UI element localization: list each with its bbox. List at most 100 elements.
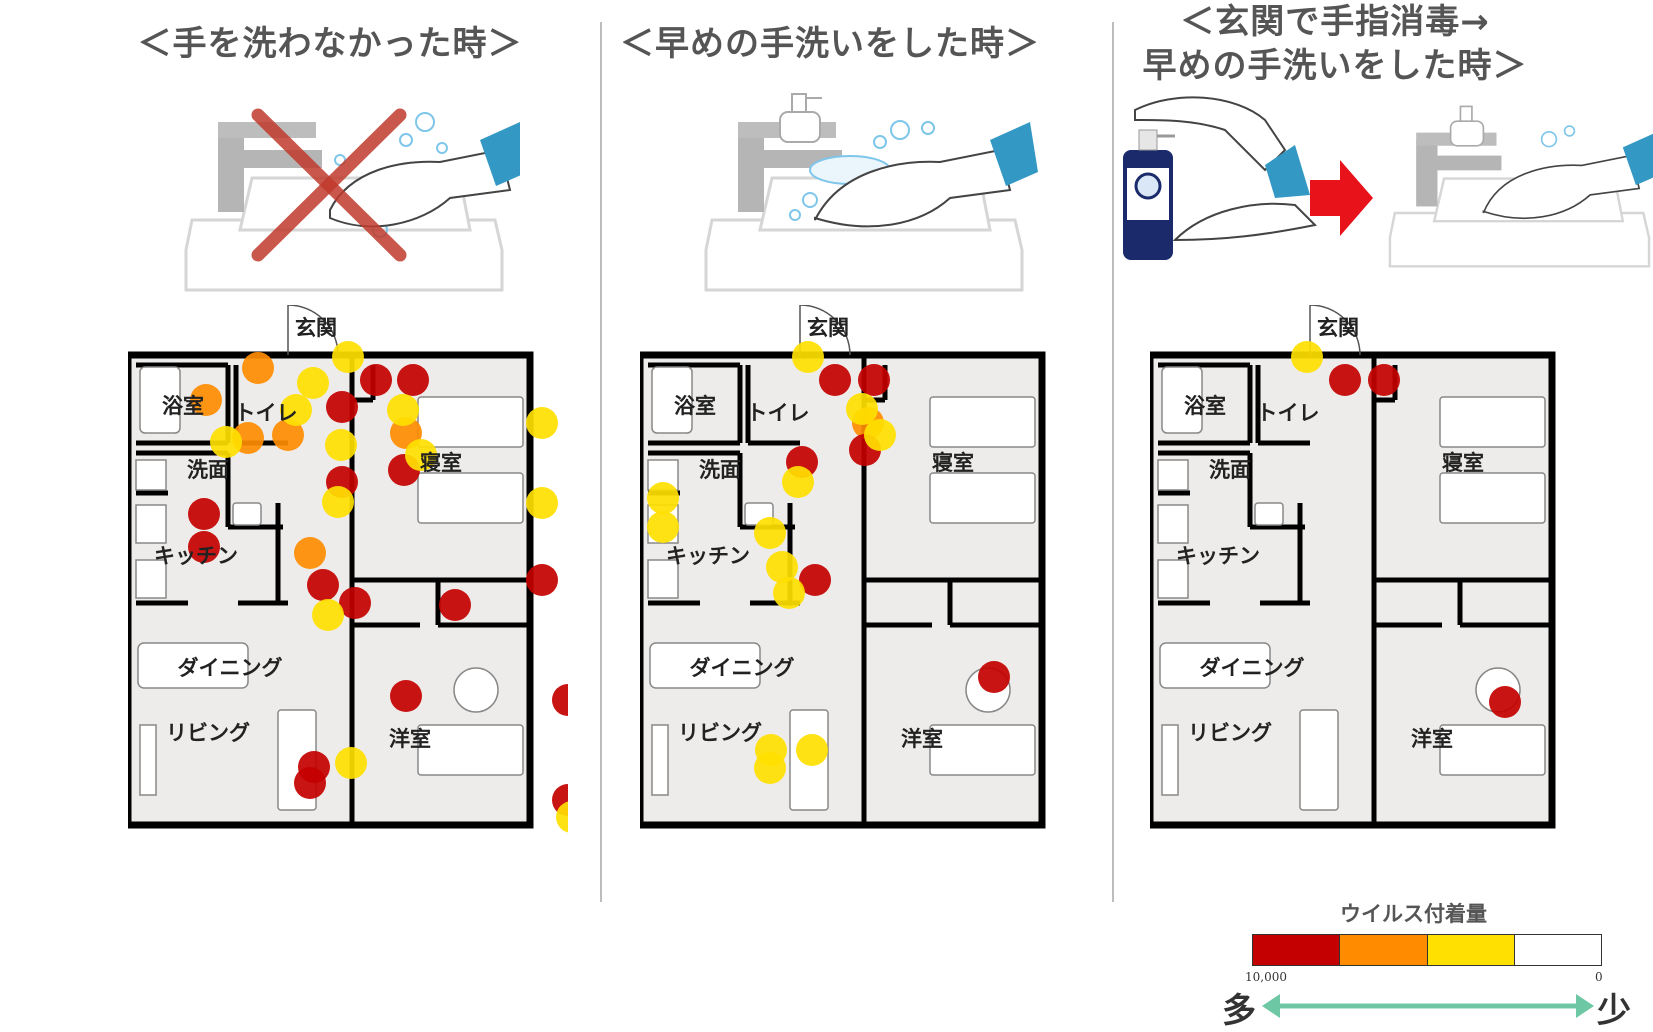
divider-2 — [1112, 22, 1114, 902]
washing-machine-shape — [1157, 459, 1189, 491]
virus-dot — [360, 364, 392, 396]
room-label-youshitsu: 洋室 — [1411, 727, 1453, 751]
legend-swatch-low — [1514, 935, 1601, 965]
room-label-genkan: 玄関 — [1317, 316, 1359, 340]
virus-dot — [190, 384, 222, 416]
virus-dot — [796, 734, 828, 766]
virus-dot — [799, 564, 831, 596]
hands-sanitizing-icon — [1134, 96, 1318, 242]
room-label-bath: 浴室 — [1184, 394, 1226, 418]
room-label-dining: ダイニング — [178, 656, 283, 680]
double-arrow-icon — [1262, 994, 1594, 1018]
panel3-title-line2: 早めの手洗いをした時＞ — [1142, 46, 1528, 86]
virus-dot — [326, 391, 358, 423]
virus-dot — [526, 407, 558, 439]
room-label-shinshitsu: 寝室 — [932, 451, 974, 475]
dining-table-shape — [649, 642, 761, 689]
virus-dot — [272, 419, 304, 451]
virus-dot — [647, 482, 679, 514]
outer-wall — [1150, 351, 1556, 829]
virus-dot — [294, 767, 326, 799]
legend-min-label: 0 — [1595, 970, 1603, 984]
kitchen-sink-shape — [1157, 559, 1189, 599]
virus-dot — [754, 517, 786, 549]
room-label-youshitsu: 洋室 — [389, 727, 431, 751]
virus-dot — [339, 587, 371, 619]
room-label-kitchen: キッチン — [1176, 544, 1260, 568]
legend-swatch-high — [1253, 935, 1341, 965]
legend-color-scale — [1252, 934, 1602, 966]
kitchen-sink-shape — [647, 559, 679, 599]
dining-table-shape — [1159, 642, 1271, 689]
virus-dot — [526, 487, 558, 519]
room-label-toilet: トイレ — [747, 401, 810, 425]
bed-shape — [1439, 472, 1546, 524]
tv-stand-shape — [1161, 724, 1179, 796]
right-arrow-icon — [1310, 160, 1373, 236]
virus-dot — [766, 551, 798, 583]
legend-title: ウイルス付着量 — [1340, 902, 1487, 926]
room-label-toilet: トイレ — [1257, 401, 1320, 425]
bathtub-shape — [651, 366, 693, 434]
outer-wall — [640, 351, 1046, 829]
bed-shape — [929, 724, 1036, 776]
room-label-bath: 浴室 — [674, 394, 716, 418]
legend-max-label: 10,000 — [1245, 970, 1287, 984]
sanitize-then-wash-illustration — [1123, 96, 1653, 268]
room-label-living: リビング — [166, 721, 250, 745]
legend-few-label: 少 — [1597, 991, 1631, 1031]
bed-shape — [417, 396, 524, 448]
round-table-shape — [453, 667, 499, 713]
virus-dot — [782, 466, 814, 498]
virus-dot — [387, 394, 419, 426]
room-label-living: リビング — [1188, 721, 1272, 745]
bed-shape — [417, 472, 524, 524]
legend-swatch-mid-low — [1427, 935, 1515, 965]
room-label-kitchen: キッチン — [666, 544, 750, 568]
virus-dot — [1291, 341, 1323, 373]
washbasin-shape — [1254, 502, 1284, 526]
virus-dot — [312, 599, 344, 631]
virus-dot — [322, 486, 354, 518]
room-label-senmen: 洗面 — [699, 458, 741, 482]
sink-icon — [1388, 105, 1653, 268]
panel1-title: ＜手を洗わなかった時＞ — [137, 24, 523, 64]
room-label-bath: 浴室 — [162, 394, 204, 418]
virus-dot — [552, 684, 568, 716]
virus-dot — [397, 364, 429, 396]
virus-dot — [188, 531, 220, 563]
virus-dot — [858, 364, 890, 396]
virus-dot — [819, 364, 851, 396]
hand-sanitizer-icon — [1123, 129, 1175, 260]
room-label-kitchen: キッチン — [154, 544, 238, 568]
room-label-senmen: 洗面 — [187, 458, 229, 482]
virus-dot — [1368, 364, 1400, 396]
virus-dot — [405, 439, 437, 471]
virus-dot — [307, 569, 339, 601]
virus-dot — [846, 393, 878, 425]
room-label-shinshitsu: 寝室 — [420, 451, 462, 475]
room-label-toilet: トイレ — [235, 401, 298, 425]
room-label-genkan: 玄関 — [295, 316, 337, 340]
tv-stand-shape — [139, 724, 157, 796]
room-label-dining: ダイニング — [1200, 656, 1305, 680]
bed-shape — [1439, 396, 1546, 448]
virus-dot — [294, 537, 326, 569]
room-label-dining: ダイニング — [690, 656, 795, 680]
virus-dot — [335, 747, 367, 779]
kitchen-sink-shape — [135, 559, 167, 599]
virus-dot — [332, 341, 364, 373]
washbasin-shape — [232, 502, 262, 526]
panel3-title-line1: ＜玄関で手指消毒→ — [1180, 2, 1490, 42]
stove-shape — [135, 504, 167, 544]
soap-bottle-icon — [779, 93, 822, 143]
virus-dot — [188, 498, 220, 530]
bathtub-shape — [139, 366, 181, 434]
virus-dot — [242, 352, 274, 384]
virus-dot — [773, 577, 805, 609]
sink-early-wash-illustration — [704, 93, 1038, 292]
bed-shape — [929, 396, 1036, 448]
washing-machine-shape — [135, 459, 167, 491]
divider-1 — [600, 22, 602, 902]
